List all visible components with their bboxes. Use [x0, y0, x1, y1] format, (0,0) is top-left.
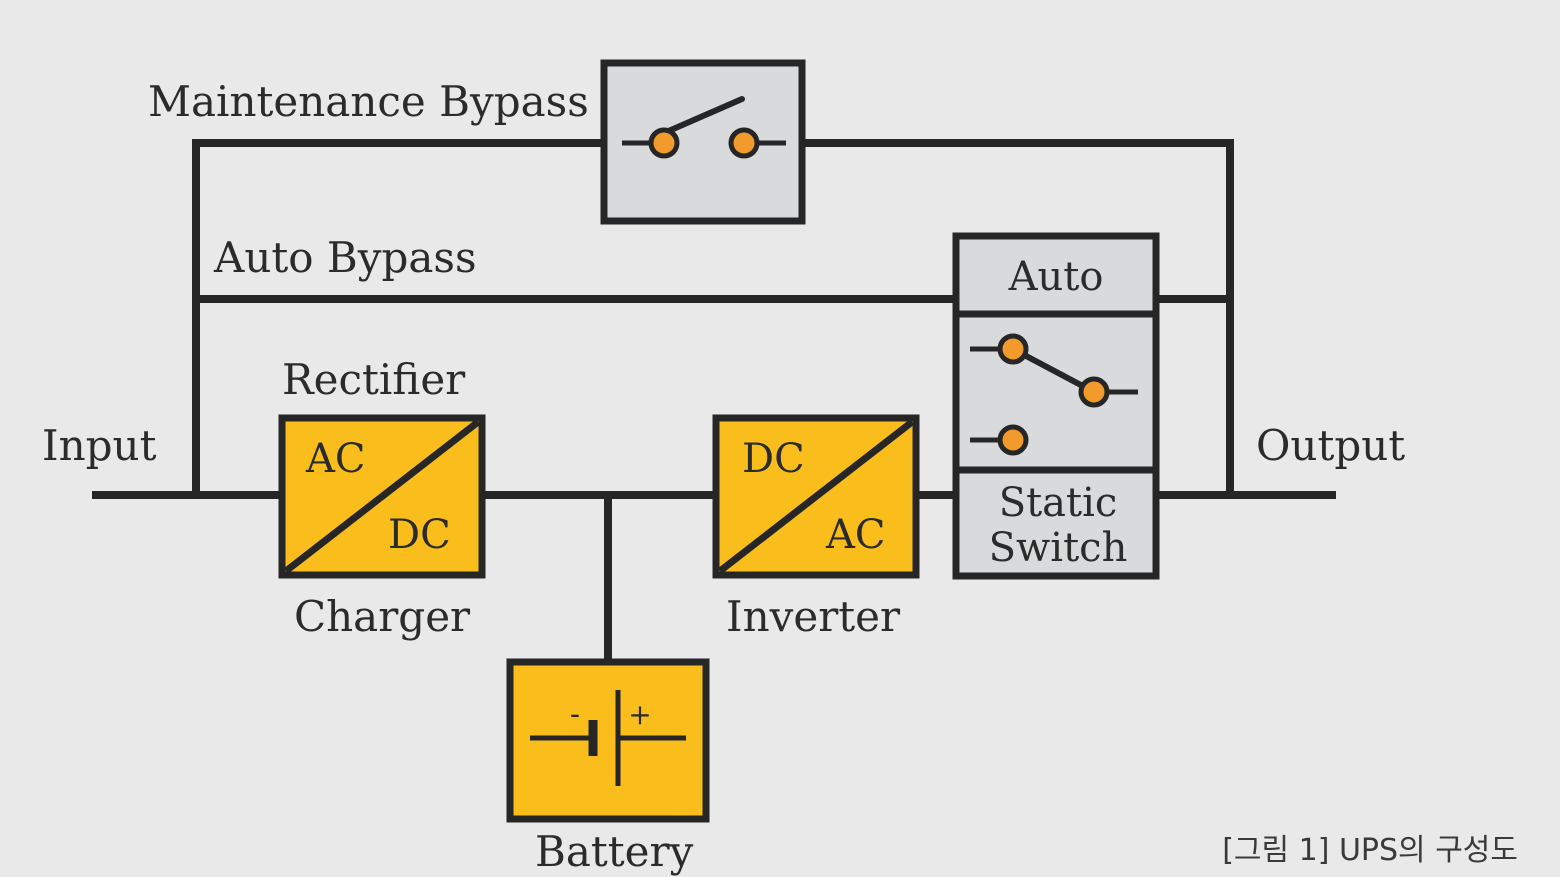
rectifier-output-label: DC [388, 512, 451, 558]
battery-label: Battery [535, 827, 694, 876]
input-label: Input [42, 421, 157, 470]
switch-contact-icon [997, 333, 1029, 365]
battery-plus-sign: + [628, 698, 651, 731]
static-switch: Auto Static Switch [952, 232, 1160, 580]
rectifier-input-label: AC [305, 436, 366, 482]
switch-contact-icon [648, 127, 680, 159]
switch-contact-icon [728, 127, 760, 159]
maintenance-bypass-switch [600, 59, 806, 225]
battery-block: - + [506, 658, 710, 823]
wiring [92, 139, 1336, 666]
static-switch-auto-label: Auto [1008, 254, 1104, 300]
static-switch-label-line1: Static [999, 480, 1118, 526]
inverter-label: Inverter [726, 592, 901, 641]
static-switch-label-line2: Switch [989, 525, 1128, 571]
auto-bypass-label: Auto Bypass [213, 233, 477, 282]
battery-icon [530, 690, 686, 786]
inverter-block: DC AC [712, 414, 920, 579]
maintenance-bypass-label: Maintenance Bypass [148, 77, 589, 126]
inverter-input-label: DC [742, 436, 805, 482]
charger-label: Charger [294, 592, 471, 641]
switch-contact-icon [1078, 376, 1110, 408]
inverter-output-label: AC [825, 512, 886, 558]
output-label: Output [1256, 421, 1405, 470]
battery-minus-sign: - [570, 697, 580, 732]
rectifier-label: Rectifier [282, 355, 466, 404]
switch-contact-icon [997, 424, 1029, 456]
figure-caption: [그림 1] UPS의 구성도 [1222, 833, 1518, 868]
rectifier-block: AC DC [278, 414, 486, 579]
